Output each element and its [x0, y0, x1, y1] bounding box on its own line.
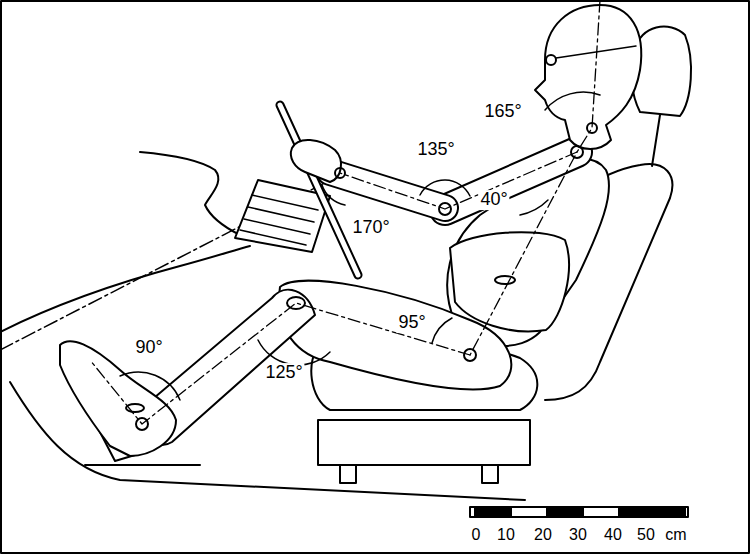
- scale-number: 30: [567, 526, 589, 544]
- scale-number: 0: [470, 526, 483, 544]
- angle-label: 40°: [478, 190, 509, 210]
- scale-segment: [619, 507, 685, 517]
- head: [535, 5, 641, 149]
- hand: [291, 140, 341, 182]
- seat-base: [318, 420, 530, 465]
- thigh: [279, 281, 511, 390]
- arm-axis: [340, 152, 577, 209]
- scale-segment: [475, 507, 511, 517]
- scale-bar: [470, 507, 688, 517]
- angle-arc: [322, 185, 345, 205]
- steering-wheel-fill: [280, 105, 358, 275]
- angle-arc: [258, 340, 330, 365]
- angle-arc: [120, 372, 180, 400]
- angle-label: 165°: [482, 102, 523, 122]
- eye-point: [546, 55, 556, 65]
- scale-number: 40: [602, 526, 624, 544]
- dashboard: [140, 152, 240, 235]
- angle-arc: [420, 180, 470, 196]
- angle-arc: [545, 92, 600, 110]
- joint-mark: [495, 276, 515, 284]
- headrest-post: [652, 115, 660, 166]
- steering-wheel: [280, 105, 358, 275]
- angle-label: 125°: [263, 363, 304, 383]
- scale-number: 10: [495, 526, 517, 544]
- leg-axis: [90, 303, 470, 424]
- seat-leg: [482, 465, 498, 483]
- angle-label: 90°: [133, 338, 164, 358]
- scale-number: 20: [532, 526, 554, 544]
- floor-plate: [85, 464, 200, 466]
- lumbar-cushion: [450, 232, 569, 331]
- angle-label: 135°: [415, 140, 456, 160]
- column-stripes: [240, 195, 318, 245]
- scale-segment: [547, 507, 583, 517]
- torso-axis: [470, 0, 600, 355]
- scale-number: 50: [635, 526, 657, 544]
- seat-leg: [340, 465, 356, 483]
- angle-label: 95°: [396, 313, 427, 333]
- dashboard-lower: [0, 246, 250, 332]
- foot: [60, 341, 176, 456]
- angle-arc: [520, 200, 548, 215]
- angle-arc: [432, 318, 452, 343]
- angle-label: 170°: [350, 218, 391, 238]
- scale-unit: cm: [663, 526, 688, 544]
